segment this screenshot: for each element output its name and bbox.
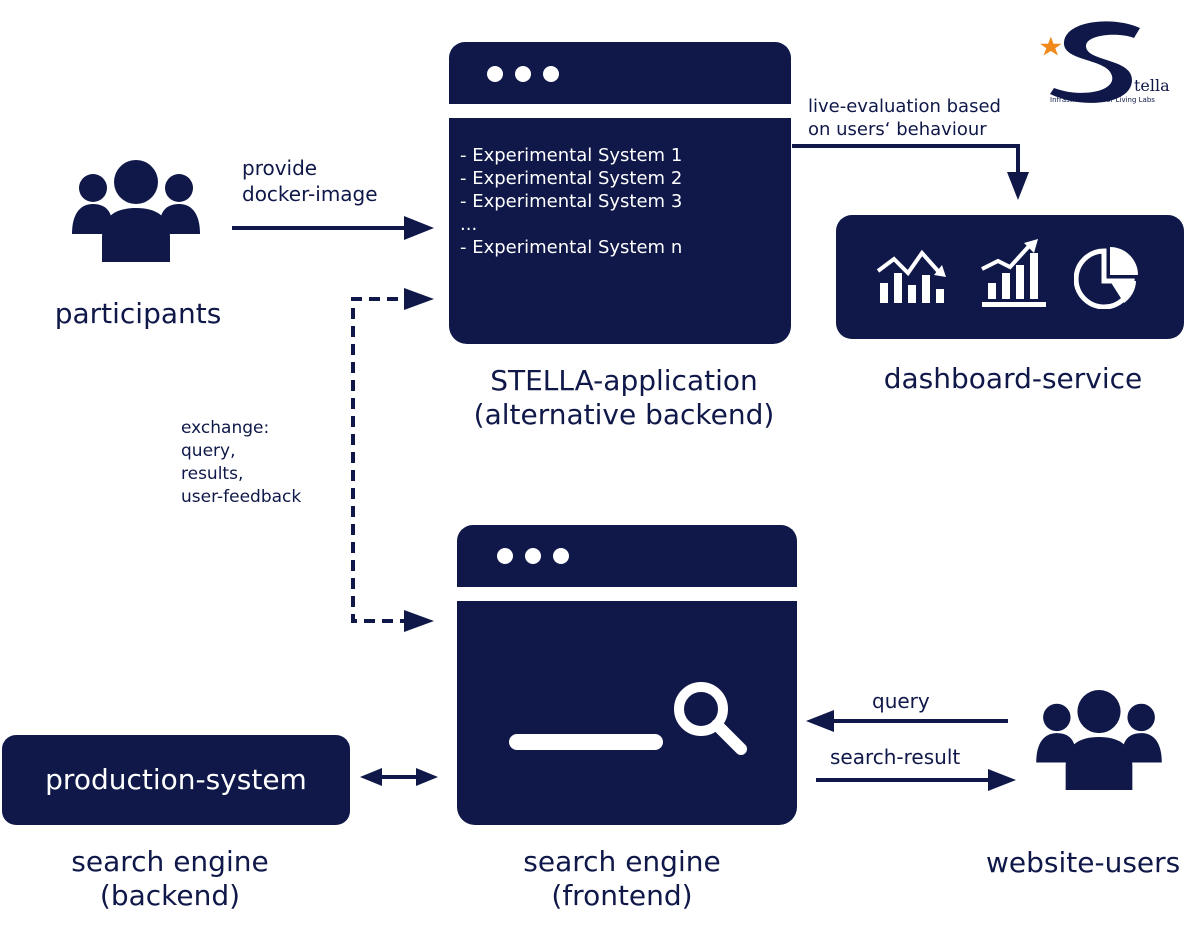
search-result-label: search-result — [830, 745, 961, 769]
window-dot-icon — [497, 548, 513, 564]
stella-logo-name: tella — [1134, 76, 1170, 95]
production-system-box: production-system — [2, 735, 350, 825]
exchange-arrow-head-bottom — [404, 610, 434, 632]
bar-chart-up-icon — [981, 239, 1046, 307]
provide-docker-image-label: provide docker-image — [242, 156, 378, 206]
exchange-connector — [351, 297, 416, 623]
query-label: query — [872, 689, 930, 713]
stella-app-label-2: (alternative backend) — [473, 398, 775, 431]
website-users-label: website-users — [986, 846, 1181, 879]
participants-label: participants — [54, 297, 222, 330]
participants-icon — [70, 158, 202, 262]
backend-link-head-right — [416, 768, 438, 786]
exchange-label: exchange: query, results, user-feedback — [181, 418, 302, 507]
live-evaluation-label: live-evaluation based on users‘ behaviou… — [808, 96, 1001, 140]
stella-logo-tagline: Infrastructures for Living Labs — [1050, 96, 1155, 104]
experimental-systems-list: - Experimental System 1 - Experimental S… — [460, 145, 683, 258]
website-users-icon — [1034, 688, 1164, 790]
frontend-body — [457, 601, 797, 825]
backend-link-head-left — [360, 768, 382, 786]
live-eval-arrow — [792, 144, 1020, 182]
search-bar — [509, 734, 663, 750]
frontend-titlebar — [457, 525, 797, 587]
stella-app-label-1: STELLA-application — [490, 364, 758, 397]
window-dot-icon — [543, 66, 559, 82]
window-dot-icon — [515, 66, 531, 82]
window-dot-icon — [487, 66, 503, 82]
live-eval-arrow-head — [1007, 172, 1029, 200]
backend-label-1: search engine — [71, 845, 269, 878]
window-dot-icon — [553, 548, 569, 564]
search-icon — [674, 682, 747, 755]
provide-arrow-head — [404, 216, 434, 240]
stella-app-titlebar — [449, 42, 791, 104]
stella-logo: tella Infrastructures for Living Labs — [1036, 18, 1176, 110]
stella-logo-mark-icon — [1040, 21, 1140, 103]
dashboard-service-box — [836, 215, 1184, 339]
exchange-arrow-head-top — [404, 288, 434, 310]
result-arrow-head — [988, 769, 1016, 791]
frontend-label-1: search engine — [523, 845, 721, 878]
frontend-label-2: (frontend) — [551, 879, 693, 912]
dashboard-service-label: dashboard-service — [883, 362, 1143, 395]
production-system-label: production-system — [45, 763, 307, 796]
backend-label-2: (backend) — [99, 879, 241, 912]
stella-app-body: - Experimental System 1 - Experimental S… — [449, 118, 791, 344]
window-dot-icon — [525, 548, 541, 564]
bar-chart-down-icon — [876, 249, 946, 303]
query-arrow-head — [806, 710, 834, 732]
pie-chart-icon — [1074, 247, 1138, 309]
